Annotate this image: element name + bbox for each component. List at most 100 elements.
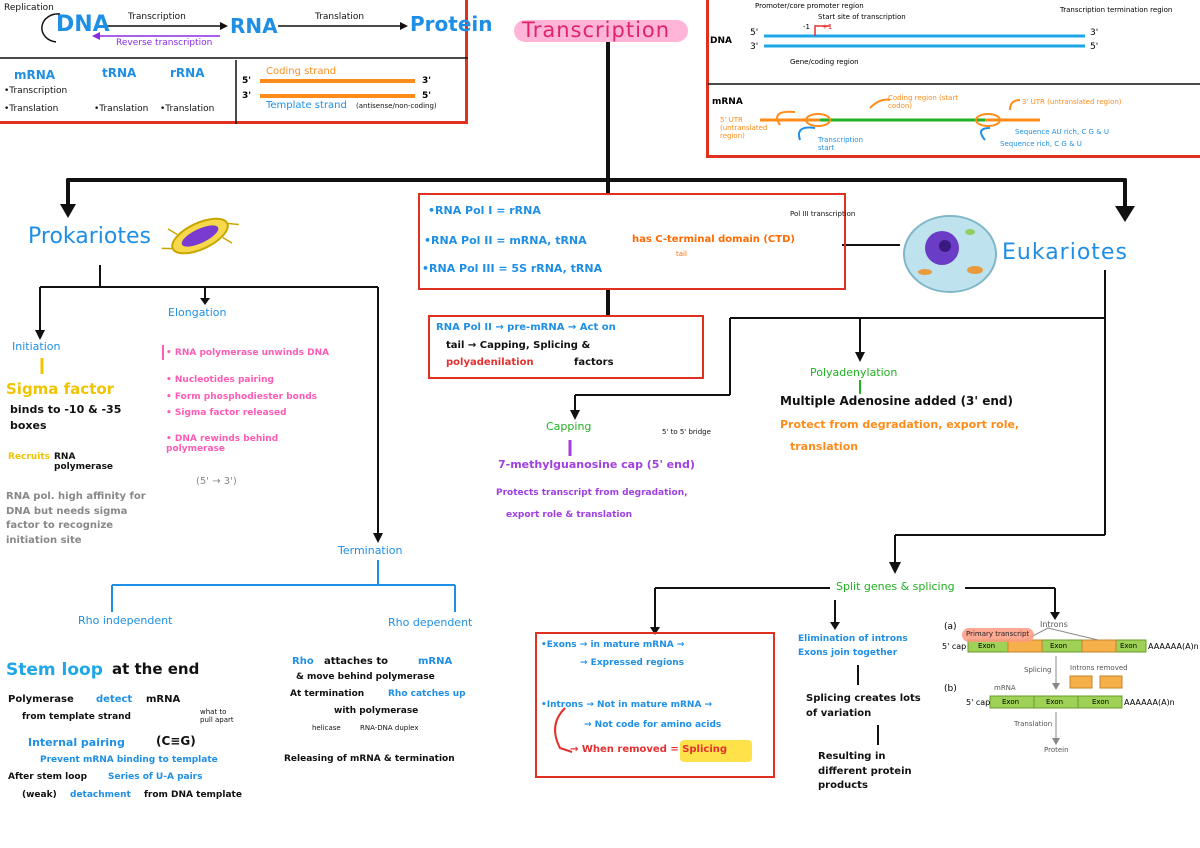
- cap-fig-label-b: 5' cap: [966, 698, 991, 707]
- dep-mrna: mRNA: [418, 656, 453, 667]
- ind-after-stem: After stem loop: [8, 772, 88, 782]
- dep-attaches: attaches to: [324, 656, 388, 667]
- rho-independent-label: Rho independent: [78, 614, 173, 627]
- pol2-tail-sub: tail: [676, 250, 687, 258]
- recruits-desc: RNA polymerase: [54, 452, 114, 472]
- termination-label: Termination: [338, 544, 403, 557]
- processing-factors: factors: [574, 357, 614, 368]
- coding-3prime: 3': [422, 76, 432, 86]
- mrna-role-1: •Transcription: [4, 86, 68, 96]
- elongation-direction: (5' → 3'): [196, 476, 237, 487]
- tss-label: +1: [822, 23, 833, 31]
- pol2-ctd: has C-terminal domain (CTD): [632, 234, 795, 245]
- introns-sub: → Not code for amino acids: [584, 720, 722, 730]
- elongation-line-5: • DNA rewinds behind polymerase: [166, 434, 279, 454]
- ind-internal-pairing: Internal pairing: [28, 736, 125, 749]
- processing-line-1: RNA Pol II → pre-mRNA → Act on: [436, 322, 616, 333]
- dep-releasing: Releasing of mRNA & termination: [284, 754, 455, 764]
- cap-bridge-note: 5' to 5' bridge: [662, 428, 711, 436]
- utr5-label: 5' UTR (untranslated region): [720, 116, 768, 140]
- polya-tail-a: AAAAAA(A)n: [1148, 642, 1199, 651]
- exons-join: Exons join together: [798, 648, 898, 658]
- trna-type-label: tRNA: [102, 66, 137, 80]
- dna-3prime-bottom: 3': [750, 42, 759, 52]
- polyad-line-2: Protect from degradation, export role,: [780, 418, 1020, 431]
- ind-mrna: mRNA: [146, 694, 181, 705]
- transcription-start-label: Transcription start: [818, 136, 864, 152]
- translation-fig-label: Translation: [1014, 720, 1053, 728]
- elongation-line-4: • Sigma factor released: [166, 408, 287, 418]
- gene-schema-box: [706, 0, 1200, 158]
- pol3-line: •RNA Pol III = 5S rRNA, tRNA: [422, 262, 603, 275]
- split-genes-label: Split genes & splicing: [836, 580, 955, 593]
- cap-line: 7-methylguanosine cap (5' end): [498, 458, 695, 471]
- rich1-label: Sequence AU rich, C G & U: [1015, 128, 1110, 136]
- template-5prime: 5': [422, 91, 432, 101]
- rna-polymerases-box: [418, 193, 846, 290]
- affinity-note: RNA pol. high affinity for DNA but needs…: [6, 491, 146, 546]
- exons-sub: → Expressed regions: [580, 658, 685, 668]
- processing-line-2: tail → Capping, Splicing &: [446, 340, 591, 351]
- exon-b3: Exon: [1092, 698, 1110, 706]
- promoter-label: Promoter/core promoter region: [755, 2, 864, 10]
- pol2-line: •RNA Pol II = mRNA, tRNA: [424, 234, 587, 247]
- primary-transcript-label: Primary transcript: [966, 630, 1030, 638]
- rich2-label: Sequence rich, C G & U: [1000, 140, 1082, 148]
- exons-introns-box: [535, 632, 775, 778]
- central-dogma-box: [0, 0, 468, 124]
- pol-note: Pol III transcription: [790, 210, 856, 218]
- template-strand-note: (antisense/non-coding): [356, 102, 437, 110]
- ind-cg: (C≡G): [156, 734, 196, 748]
- gene-schema-lines: [708, 25, 1200, 141]
- cap-protect: Protects transcript from degradation,: [496, 488, 688, 498]
- ind-polymerase: Polymerase: [8, 694, 74, 705]
- ind-series: Series of U-A pairs: [108, 772, 203, 782]
- dep-at-termination: At termination: [290, 689, 365, 699]
- dep-rho: Rho: [292, 656, 314, 667]
- page-title: Transcription: [522, 18, 671, 42]
- ind-from-template: from DNA template: [144, 790, 242, 800]
- protein-label: Protein: [410, 12, 493, 36]
- dna-label: DNA: [56, 12, 110, 37]
- capping-label: Capping: [546, 420, 592, 433]
- trna-role: •Translation: [94, 104, 149, 114]
- elimination-introns: Elimination of introns: [798, 634, 908, 644]
- ind-prevent: Prevent mRNA binding to template: [40, 755, 218, 765]
- dna-schema-label: DNA: [710, 36, 732, 46]
- exon-a2: Exon: [1050, 642, 1068, 650]
- translation-arrow-label: Translation: [315, 12, 365, 22]
- splicing-highlight: [680, 740, 752, 762]
- polyad-line-3: translation: [790, 440, 859, 453]
- exon-b2: Exon: [1046, 698, 1064, 706]
- introns-fig-label: Introns: [1040, 620, 1068, 629]
- dep-move-behind: & move behind polymerase: [296, 672, 435, 682]
- polyad-line-1: Multiple Adenosine added (3' end): [780, 394, 1014, 408]
- cap-export: export role & translation: [506, 510, 633, 520]
- polyadenylation-label: Polyadenylation: [810, 366, 898, 379]
- dna-5prime-top: 5': [750, 28, 759, 38]
- coding-region-label: Gene/coding region: [790, 58, 859, 66]
- rho-dependent-label: Rho dependent: [388, 616, 473, 629]
- figure-a-label: (a): [944, 622, 957, 632]
- exon-b1: Exon: [1002, 698, 1020, 706]
- polya-tail-b: AAAAAA(A)n: [1124, 698, 1175, 707]
- mrna-type-label: mRNA: [14, 68, 56, 82]
- exons-line: •Exons → in mature mRNA →: [541, 640, 685, 650]
- stem-loop-rest: at the end: [112, 660, 200, 678]
- rrna-role: •Translation: [160, 104, 215, 114]
- transcription-arrow-label: Transcription: [128, 12, 186, 22]
- ind-weak: (weak): [22, 790, 57, 800]
- reverse-transcription-label: Reverse transcription: [116, 38, 213, 48]
- template-strand-label: Template strand: [266, 100, 347, 111]
- splicing-variation: Splicing creates lots of variation: [806, 693, 921, 719]
- prokaryotes-title: Prokariotes: [28, 224, 151, 249]
- dep-catches-up: Rho catches up: [388, 689, 466, 699]
- exon-a1: Exon: [978, 642, 996, 650]
- dna-3prime-top: 3': [1090, 28, 1099, 38]
- dep-with-polymerase: with polymerase: [334, 706, 419, 716]
- elongation-line-1: • RNA polymerase unwinds DNA: [166, 348, 330, 358]
- resulting-proteins: Resulting in different protein products: [818, 751, 912, 791]
- ind-template: from template strand: [22, 712, 131, 722]
- protein-fig-label: Protein: [1044, 746, 1069, 754]
